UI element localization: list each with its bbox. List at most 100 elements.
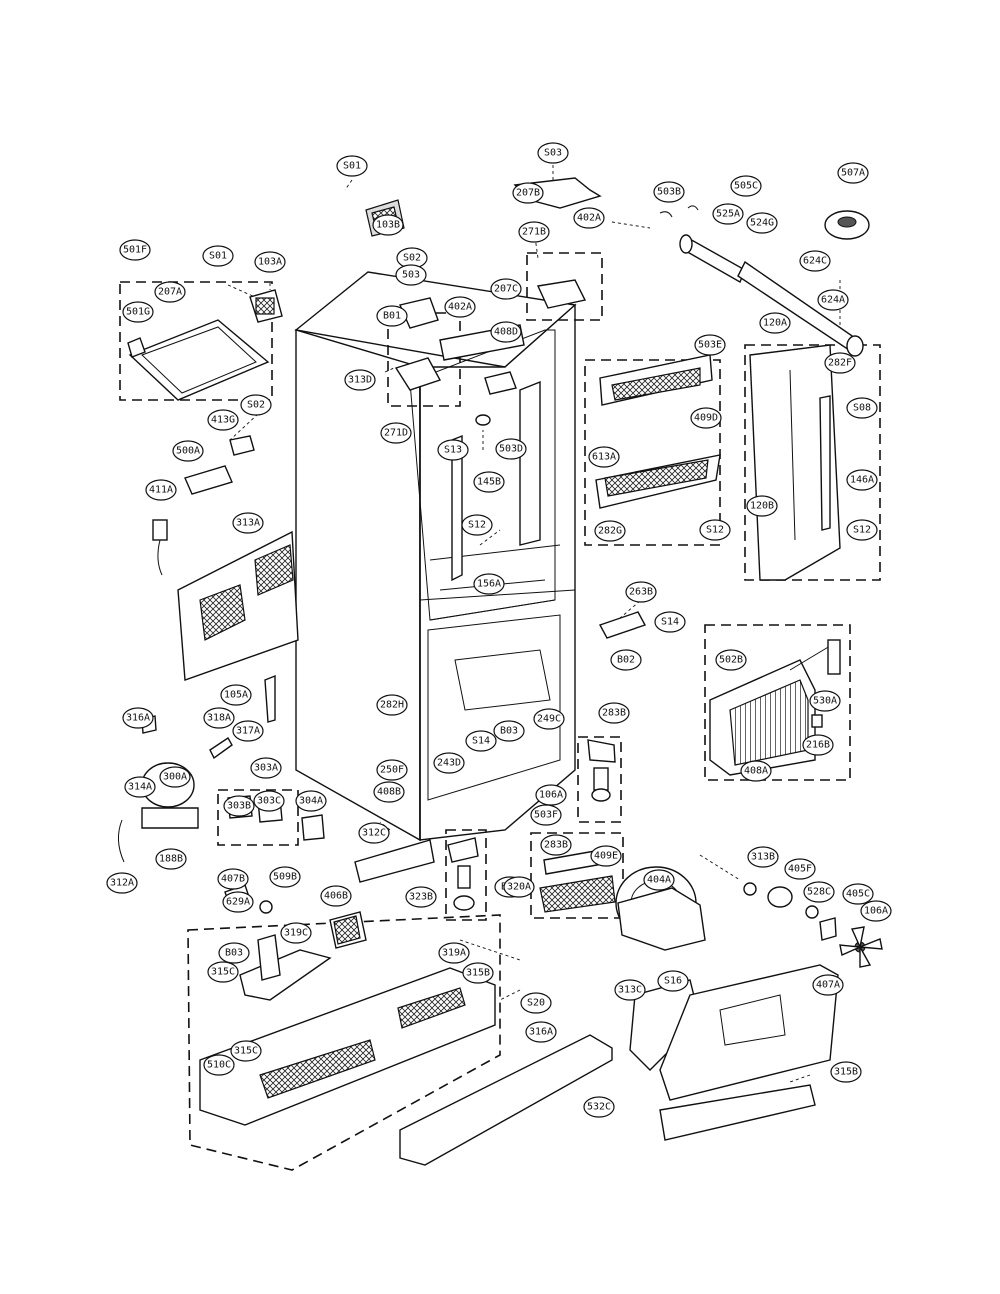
callout-oval bbox=[860, 900, 892, 922]
callout-oval bbox=[159, 766, 191, 788]
callout-oval bbox=[746, 495, 778, 517]
callout-oval bbox=[530, 804, 562, 826]
callout-oval bbox=[223, 795, 255, 817]
callout-319c: 319C bbox=[280, 922, 312, 944]
callout-text: 271D bbox=[384, 428, 408, 439]
callout-text: 524G bbox=[750, 218, 774, 229]
callout-labels: S01S03207B402A103B503B505C507A525A524G50… bbox=[106, 142, 892, 1118]
callout-oval bbox=[654, 611, 686, 633]
callout-text: 216B bbox=[806, 740, 830, 751]
callout-text: 314A bbox=[128, 782, 152, 793]
callout-oval bbox=[598, 702, 630, 724]
callout-s12: S12 bbox=[461, 514, 493, 536]
callout-oval bbox=[119, 239, 151, 261]
callout-250f: 250F bbox=[376, 759, 408, 781]
callout-text: 503F bbox=[534, 810, 558, 821]
callout-text: 318A bbox=[207, 713, 231, 724]
callout-text: 503D bbox=[499, 444, 523, 455]
callout-oval bbox=[203, 1054, 235, 1076]
callout-text: 303A bbox=[254, 763, 278, 774]
callout-text: 317A bbox=[236, 726, 260, 737]
callout-oval bbox=[218, 942, 250, 964]
callout-oval bbox=[376, 759, 408, 781]
callout-text: S16 bbox=[664, 976, 682, 987]
callout-text: 402A bbox=[448, 302, 472, 313]
callout-text: 105A bbox=[224, 690, 248, 701]
callout-s16: S16 bbox=[657, 970, 689, 992]
callout-oval bbox=[217, 868, 249, 890]
callout-oval bbox=[846, 519, 878, 541]
callout-502b: 502B bbox=[715, 649, 747, 671]
callout-105a: 105A bbox=[220, 684, 252, 706]
callout-text: 405C bbox=[846, 889, 870, 900]
callout-103a: 103A bbox=[254, 251, 286, 273]
callout-503e: 503E bbox=[694, 334, 726, 356]
callout-313d: 313D bbox=[344, 369, 376, 391]
callout-oval bbox=[250, 757, 282, 779]
callout-oval bbox=[690, 407, 722, 429]
callout-text: 503E bbox=[698, 340, 722, 351]
callout-text: 502B bbox=[719, 655, 743, 666]
callout-oval bbox=[240, 394, 272, 416]
callout-text: B03 bbox=[500, 726, 518, 737]
callout-text: 300A bbox=[163, 772, 187, 783]
callout-303c: 303C bbox=[253, 790, 285, 812]
callout-oval bbox=[846, 469, 878, 491]
callout-oval bbox=[610, 649, 642, 671]
callout-oval bbox=[512, 182, 544, 204]
callout-282h: 282H bbox=[376, 694, 408, 716]
callout-b03: B03 bbox=[218, 942, 250, 964]
callout-oval bbox=[380, 422, 412, 444]
callout-303a: 303A bbox=[250, 757, 282, 779]
callout-319a: 319A bbox=[438, 942, 470, 964]
callout-oval bbox=[503, 876, 535, 898]
callout-402a: 402A bbox=[573, 207, 605, 229]
callout-text: 312C bbox=[362, 828, 386, 839]
callout-271d: 271D bbox=[380, 422, 412, 444]
callout-405f: 405F bbox=[784, 858, 816, 880]
callout-text: S12 bbox=[468, 520, 486, 531]
callout-text: 283B bbox=[544, 840, 568, 851]
callout-316a: 316A bbox=[122, 707, 154, 729]
callout-s12: S12 bbox=[699, 519, 731, 541]
callout-text: 249C bbox=[537, 714, 561, 725]
callout-oval bbox=[730, 175, 762, 197]
callout-text: 402A bbox=[577, 213, 601, 224]
callout-text: 408D bbox=[494, 327, 518, 338]
callout-text: 282F bbox=[828, 358, 852, 369]
callout-oval bbox=[583, 1096, 615, 1118]
callout-text: 510C bbox=[207, 1060, 231, 1071]
callout-text: S01 bbox=[343, 161, 361, 172]
callout-624c: 624C bbox=[799, 250, 831, 272]
callout-oval bbox=[614, 979, 646, 1001]
callout-oval bbox=[747, 846, 779, 868]
callout-oval bbox=[154, 281, 186, 303]
callout-oval bbox=[344, 369, 376, 391]
callout-oval bbox=[830, 1061, 862, 1083]
callout-text: S12 bbox=[853, 525, 871, 536]
callout-text: S03 bbox=[544, 148, 562, 159]
callout-oval bbox=[254, 251, 286, 273]
callout-text: 315C bbox=[234, 1046, 258, 1057]
callout-oval bbox=[533, 708, 565, 730]
callout-text: 629A bbox=[226, 897, 250, 908]
callout-oval bbox=[594, 520, 626, 542]
callout-text: 312A bbox=[110, 878, 134, 889]
callout-oval bbox=[573, 207, 605, 229]
callout-505c: 505C bbox=[730, 175, 762, 197]
callout-oval bbox=[295, 790, 327, 812]
callout-text: 303C bbox=[257, 796, 281, 807]
group-box-filter bbox=[530, 832, 624, 919]
callout-text: 320A bbox=[507, 882, 531, 893]
callout-oval bbox=[518, 221, 550, 243]
callout-text: 624C bbox=[803, 256, 827, 267]
callout-text: 250F bbox=[380, 765, 404, 776]
callout-524g: 524G bbox=[746, 212, 778, 234]
callout-text: 303B bbox=[227, 801, 251, 812]
callout-oval bbox=[812, 974, 844, 996]
callout-oval bbox=[444, 296, 476, 318]
callout-156a: 156A bbox=[473, 573, 505, 595]
callout-text: 106A bbox=[539, 790, 563, 801]
callout-525a: 525A bbox=[712, 203, 744, 225]
